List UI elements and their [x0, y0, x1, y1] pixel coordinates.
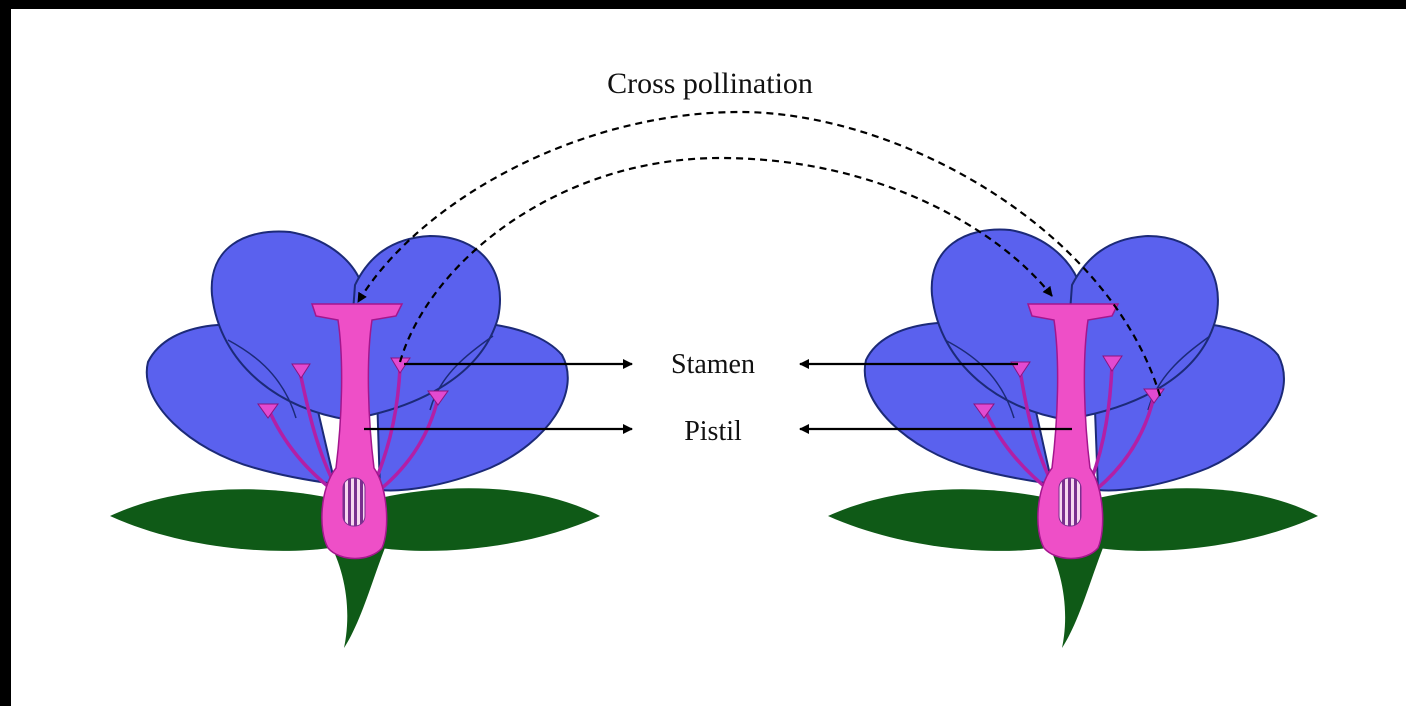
ovary-right: [1059, 478, 1081, 526]
pistil-label: Pistil: [684, 416, 742, 447]
ovary-left: [343, 478, 365, 526]
leaf-right-a: [828, 489, 1066, 551]
flower-right: [828, 230, 1318, 648]
leaf-left-a: [110, 489, 350, 551]
stamen-label: Stamen: [671, 349, 755, 380]
cross-pollination-label: Cross pollination: [607, 67, 813, 100]
leaf-right-b: [1078, 488, 1318, 551]
flower-left: [110, 232, 600, 648]
leaf-left-b: [360, 488, 600, 551]
